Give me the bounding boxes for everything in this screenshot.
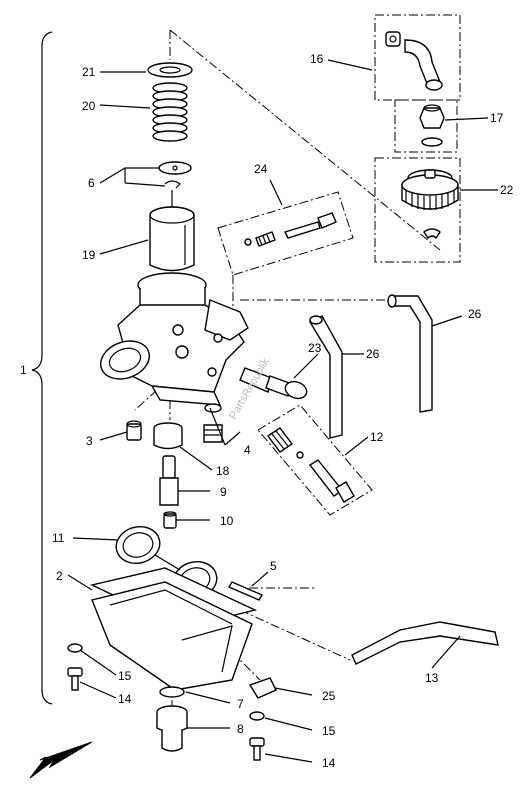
- callout-15-right: 15: [322, 724, 336, 738]
- part-6-clip: [158, 161, 192, 210]
- carburetor-body: [100, 272, 249, 406]
- callout-19: 19: [82, 248, 96, 262]
- callout-12: 12: [370, 430, 384, 444]
- callout-11: 11: [52, 531, 65, 545]
- callout-20: 20: [82, 99, 96, 113]
- callout-9: 9: [220, 485, 227, 499]
- callout-16: 16: [310, 52, 324, 66]
- guide-line-bowl: [219, 639, 261, 681]
- callout-2: 2: [56, 569, 63, 583]
- callout-23: 23: [308, 341, 322, 355]
- callout-10: 10: [220, 514, 234, 528]
- part-8-drain-plug: [156, 705, 188, 752]
- part-22-gasket: [423, 228, 441, 240]
- part-9-needle-jet: [159, 455, 179, 506]
- assembly-brace: [31, 31, 53, 705]
- leader-lines: [67, 59, 498, 763]
- part-7-o-ring: [159, 686, 185, 698]
- part-19-throttle-slide: [149, 206, 195, 272]
- callout-25: 25: [322, 689, 336, 703]
- callout-3: 3: [86, 434, 93, 448]
- callout-26-short: 26: [366, 347, 380, 361]
- part-17-nut: [419, 104, 445, 147]
- callout-14-right: 14: [322, 756, 336, 770]
- guide-line-3: [134, 389, 158, 411]
- callout-15-left: 15: [118, 669, 132, 683]
- part-10-main-jet: [163, 511, 177, 529]
- group-box-17: [394, 99, 458, 153]
- part-3-jet: [126, 420, 142, 441]
- part-13-hose: [351, 621, 499, 665]
- part-5-float-pin: [227, 581, 264, 601]
- callout-22: 22: [500, 183, 514, 197]
- callout-18: 18: [216, 464, 230, 478]
- callout-14-left: 14: [118, 692, 132, 706]
- float-bowl: [91, 581, 253, 691]
- callout-5: 5: [270, 559, 277, 573]
- group-box-24: [217, 191, 354, 276]
- guide-line-13: [239, 609, 351, 661]
- part-15-washer-left: [67, 643, 83, 653]
- callout-8: 8: [237, 722, 244, 736]
- part-26-hose-short: [309, 315, 343, 439]
- part-14-screw-left: [67, 667, 83, 691]
- callout-17: 17: [490, 111, 504, 125]
- part-21-hole: [159, 66, 181, 74]
- group-box-12: [257, 404, 373, 516]
- callout-1: 1: [20, 363, 27, 377]
- front-direction-arrow: [29, 741, 93, 779]
- part-22-top-cap: [401, 169, 459, 210]
- callout-13: 13: [425, 671, 439, 685]
- callout-21: 21: [82, 65, 96, 79]
- part-14-screw-right: [249, 737, 265, 761]
- part-21-washer: [147, 62, 193, 78]
- callout-4: 4: [244, 443, 251, 457]
- part-15-washer-right: [249, 711, 265, 721]
- part-24-pilot-screw: [244, 212, 337, 247]
- assembly-guide-top: [169, 29, 441, 251]
- callout-6: 6: [88, 176, 95, 190]
- part-18-holder: [153, 422, 183, 450]
- part-25-bracket: [248, 677, 277, 699]
- group-box-22: [374, 157, 461, 263]
- part-4-pilot-jet: [203, 403, 223, 443]
- part-23-starter-plunger: [239, 367, 308, 400]
- part-16-pipe-joint: [385, 31, 443, 91]
- callout-7: 7: [237, 697, 244, 711]
- part-20-spring: [152, 82, 188, 142]
- part-12-idle-screw: [266, 427, 355, 503]
- callout-26-long: 26: [468, 307, 482, 321]
- part-26-hose-long: [387, 294, 433, 413]
- callout-24: 24: [254, 162, 268, 176]
